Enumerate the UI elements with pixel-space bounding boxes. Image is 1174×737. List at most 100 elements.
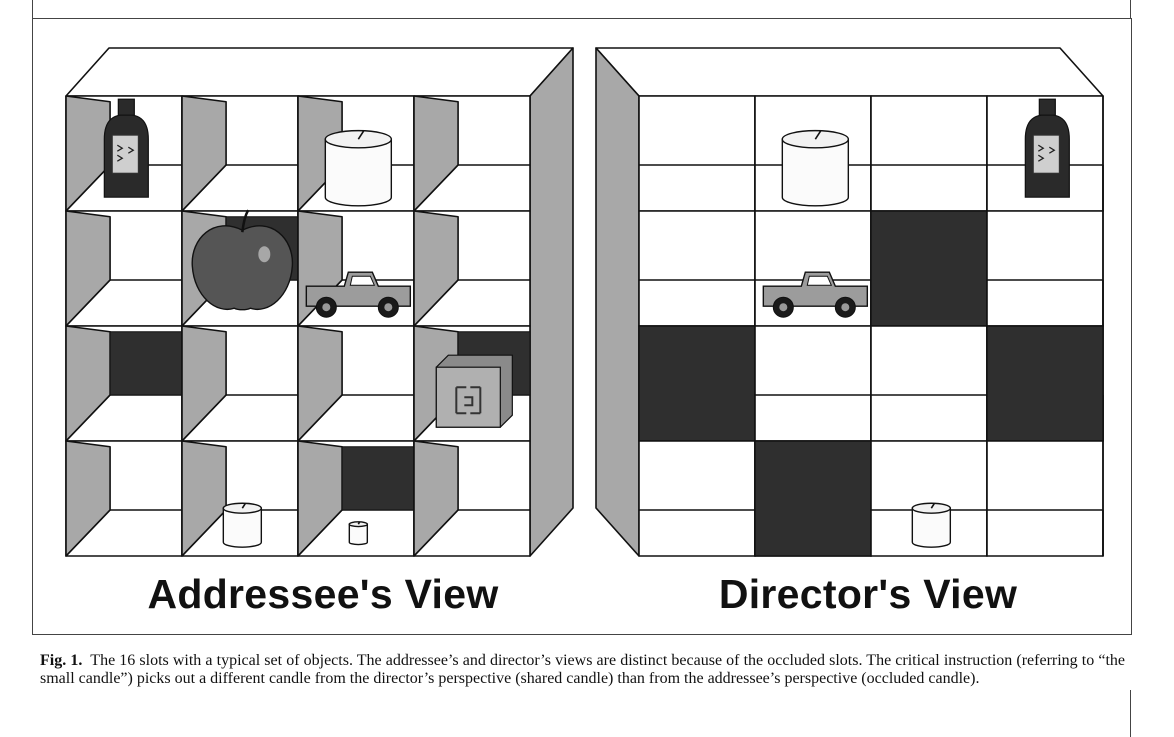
candle-body xyxy=(348,523,369,546)
occluded-back xyxy=(341,446,415,511)
shelf-slot xyxy=(986,440,1104,557)
caption-label: Fig. 1. xyxy=(40,652,83,669)
candle-wick xyxy=(241,503,247,509)
shelf-slot xyxy=(638,210,756,327)
shelf-slot xyxy=(181,95,299,212)
shelf-slot xyxy=(297,325,415,442)
slot-floor-edge xyxy=(181,509,227,557)
bottle-label-marks xyxy=(1038,144,1056,162)
slot-frame xyxy=(638,95,756,212)
truck-hubcap xyxy=(779,303,788,312)
occluded-slot xyxy=(638,325,756,442)
shelf-side-panel xyxy=(529,47,574,557)
large-candle-object xyxy=(324,129,393,207)
director-view-title: Director's View xyxy=(719,571,1017,617)
page-rule-left xyxy=(32,0,33,18)
slot-floor-edge xyxy=(65,394,111,442)
slot-frame xyxy=(870,325,988,442)
shelf-slot xyxy=(638,95,756,212)
addressee-view-title: Addressee's View xyxy=(147,571,498,617)
bottle-label xyxy=(1032,134,1060,174)
slot-floor-edge xyxy=(297,509,343,557)
shelf-slot xyxy=(65,210,183,327)
shelf-slot xyxy=(181,325,299,442)
shelf-slot xyxy=(870,210,988,327)
slot-frame xyxy=(638,440,756,557)
shelf-slot xyxy=(754,440,872,557)
shelf-slot xyxy=(870,95,988,212)
medium-candle-object xyxy=(222,502,263,548)
director-shelf xyxy=(595,47,1104,557)
candle-wick xyxy=(357,130,365,140)
shelf-slot xyxy=(65,440,183,557)
shelf-slot xyxy=(181,440,299,557)
shelf-slot xyxy=(413,210,531,327)
bottle-object xyxy=(103,98,149,198)
candle-body xyxy=(222,507,263,548)
shelf-side-panel xyxy=(595,47,640,557)
slot-frame xyxy=(986,440,1104,557)
apple-stem xyxy=(241,209,250,233)
shelf-slot xyxy=(638,440,756,557)
block-emblem xyxy=(455,386,482,415)
slot-floor-edge xyxy=(413,164,459,212)
slot-floor-edge xyxy=(181,394,227,442)
medium-candle-object xyxy=(911,502,952,548)
truck-hubcap xyxy=(841,303,850,312)
shelf-slot xyxy=(413,440,531,557)
small-candle-object xyxy=(348,521,369,546)
shelf-slot xyxy=(65,325,183,442)
truck-hubcap xyxy=(322,303,331,312)
candle-body xyxy=(911,507,952,548)
shelf-top xyxy=(65,47,574,97)
figure-frame xyxy=(32,18,1132,635)
truck-window xyxy=(806,275,833,286)
shelf-top xyxy=(595,47,1104,97)
truck-hubcap xyxy=(384,303,393,312)
slot-floor-edge xyxy=(65,279,111,327)
shelf-slot xyxy=(754,325,872,442)
bottle-label xyxy=(111,134,139,174)
occluded-back xyxy=(109,331,183,396)
candle-body xyxy=(324,138,393,207)
page-rule-right xyxy=(1130,0,1131,18)
addressee-shelf xyxy=(65,47,574,557)
figure-illustration: Addressee's View Director's View xyxy=(65,47,1104,617)
candle-wick xyxy=(357,521,361,525)
occluded-slot xyxy=(870,210,988,327)
apple-highlight xyxy=(258,246,271,263)
page-rule-bottom xyxy=(1130,690,1131,737)
bottle-label-marks xyxy=(117,144,135,162)
slot-floor-edge xyxy=(181,164,227,212)
candle-wick xyxy=(814,130,822,140)
slot-frame xyxy=(986,210,1104,327)
truck-object xyxy=(762,271,869,318)
occluded-slot xyxy=(986,325,1104,442)
slot-floor-edge xyxy=(413,509,459,557)
candle-body xyxy=(781,138,850,207)
large-candle-object xyxy=(781,129,850,207)
shelf-slot xyxy=(413,95,531,212)
truck-window xyxy=(349,275,376,286)
slot-floor-edge xyxy=(65,164,111,212)
shelf-slot xyxy=(638,325,756,442)
shelf-slot xyxy=(986,210,1104,327)
shelf-slot xyxy=(870,325,988,442)
caption-text: The 16 slots with a typical set of objec… xyxy=(40,652,1126,687)
slot-floor-edge xyxy=(297,394,343,442)
apple-object xyxy=(191,209,294,311)
apple-body xyxy=(191,225,294,311)
bottle-object xyxy=(1024,98,1070,198)
slot-frame xyxy=(754,325,872,442)
slot-floor-edge xyxy=(65,509,111,557)
candle-wick xyxy=(930,503,936,509)
shelf-slot xyxy=(986,325,1104,442)
bottle-cap xyxy=(117,98,135,116)
figure-caption: Fig. 1. The 16 slots with a typical set … xyxy=(40,652,1125,688)
block-object xyxy=(435,354,513,428)
truck-object xyxy=(305,271,412,318)
slot-floor-edge xyxy=(413,279,459,327)
slot-frame xyxy=(870,95,988,212)
occluded-slot xyxy=(754,440,872,557)
slot-frame xyxy=(638,210,756,327)
